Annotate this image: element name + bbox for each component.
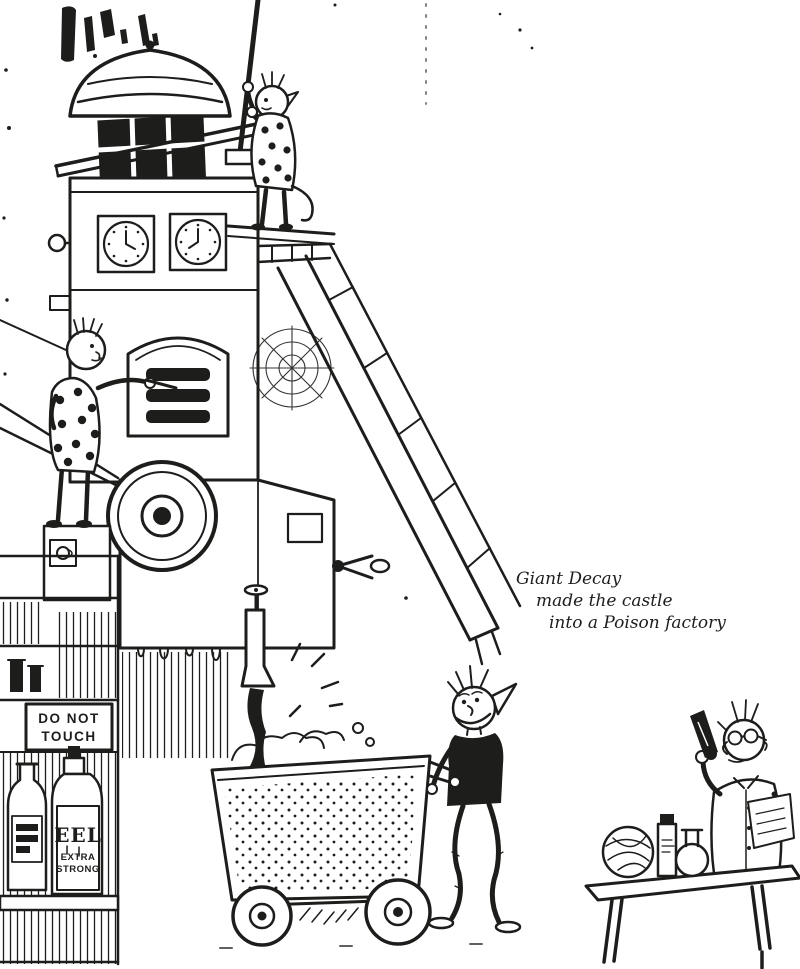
- handrail: [328, 242, 522, 608]
- test-tube: [690, 710, 718, 760]
- tap-spout: [240, 584, 276, 688]
- black-singlet: [447, 733, 504, 806]
- poker-rod: [144, 378, 178, 390]
- caption: Giant Decay made the castle into a Poiso…: [516, 569, 726, 633]
- cart-texture: [224, 774, 418, 892]
- cart-goblin: [426, 665, 522, 934]
- goblin-tail: [290, 184, 314, 222]
- poison-bottle-left: [6, 762, 48, 892]
- note-sheet: [747, 793, 795, 849]
- scientist: [690, 699, 795, 888]
- sparkle-marks: [288, 642, 344, 718]
- poison-stream: [246, 688, 268, 778]
- sign-line-1: DO NOT: [38, 711, 100, 726]
- glasses: [727, 728, 767, 746]
- pump-pole: [224, 0, 261, 166]
- scientist-head: [722, 718, 766, 762]
- cart-wheel-left: [231, 885, 293, 947]
- side-knob: [47, 233, 67, 253]
- sign-line-2: TOUCH: [41, 729, 96, 744]
- goblin-head: [65, 329, 107, 371]
- spider-web: [249, 325, 335, 411]
- polka-dot-goblin: [46, 317, 178, 528]
- oven-hatch: [126, 336, 230, 438]
- spotted-tunic: [250, 112, 297, 192]
- caption-line-1: Giant Decay: [516, 569, 622, 589]
- bottle-label-extra: EXTRA: [61, 852, 96, 863]
- bottle-label-strong: STRONG: [56, 864, 100, 875]
- steam-puffs: [231, 722, 375, 761]
- drive-wheel: [106, 460, 218, 572]
- hatch-shading-under: [122, 652, 230, 758]
- slide-chute: [276, 242, 522, 666]
- porthole: [286, 512, 324, 544]
- pressure-gauge-right: [168, 212, 228, 272]
- round-flask: [674, 828, 710, 878]
- poison-bottle-right: EEL EXTRA STRONG: [50, 746, 104, 896]
- ground-shading: [219, 907, 483, 949]
- caption-line-2: made the castle: [536, 591, 673, 611]
- pressure-gauge-left: [96, 214, 156, 274]
- work-table: [584, 864, 800, 964]
- pump-goblin: [242, 71, 314, 231]
- do-not-touch-sign: DO NOT TOUCH: [24, 702, 114, 752]
- reagent-bottle: [656, 814, 678, 878]
- shelf-unit: DO NOT TOUCH EEL EXTRA STRONG: [0, 554, 120, 966]
- mine-cart: [210, 754, 483, 949]
- bottle-label-main: EEL: [54, 823, 102, 847]
- lever-handle: [332, 554, 391, 580]
- cart-wheel-right: [364, 878, 432, 946]
- pedestal: [42, 524, 112, 602]
- caption-line-3: into a Poison factory: [549, 613, 726, 633]
- yarn-ball: [601, 825, 655, 879]
- hatch-shading-left: [58, 612, 118, 698]
- balcony-railing: [226, 224, 336, 264]
